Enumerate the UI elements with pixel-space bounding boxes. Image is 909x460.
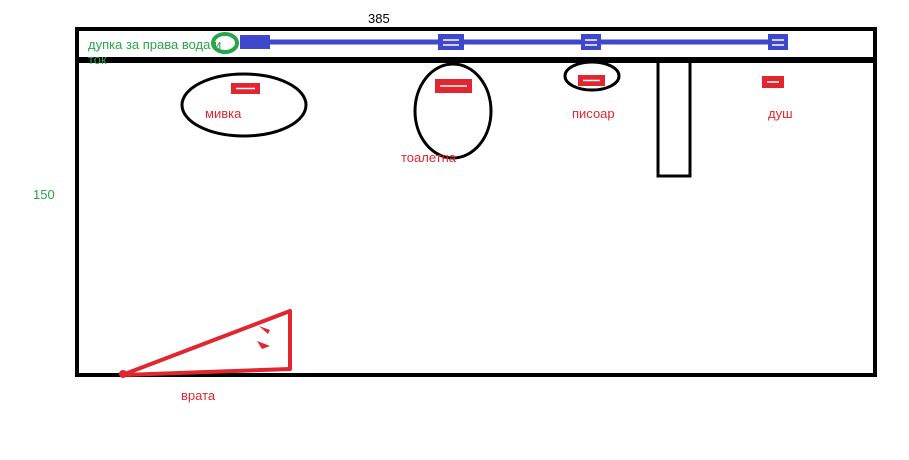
partition-wall xyxy=(656,59,692,178)
door-hinge xyxy=(119,370,127,378)
pipe-hole-marker xyxy=(211,32,239,54)
door-handle-mark-a xyxy=(259,326,270,334)
toilet-label: тоалетна xyxy=(401,150,457,165)
shower-label: душ xyxy=(768,106,793,121)
toilet-outline xyxy=(413,62,493,160)
sink-label: мивка xyxy=(205,106,242,121)
pipe-connector-3 xyxy=(581,34,601,50)
pipe-connector-2 xyxy=(438,34,464,50)
pipe-connector-1 xyxy=(240,35,270,49)
door-swing xyxy=(120,309,292,377)
width-dimension-label: 385 xyxy=(368,11,390,26)
urinal-label: писоар xyxy=(572,106,615,121)
sink-outline xyxy=(180,72,308,138)
room-outline xyxy=(75,27,877,377)
pipe-hole-label: дупка за права вода и ток xyxy=(88,37,222,67)
service-strip-divider xyxy=(77,57,875,63)
door-label: врата xyxy=(181,388,216,403)
pipe-connector-4 xyxy=(768,34,788,50)
door-handle-mark-b xyxy=(257,341,270,349)
urinal-outline xyxy=(563,60,621,92)
height-dimension-label: 150 xyxy=(33,187,55,202)
